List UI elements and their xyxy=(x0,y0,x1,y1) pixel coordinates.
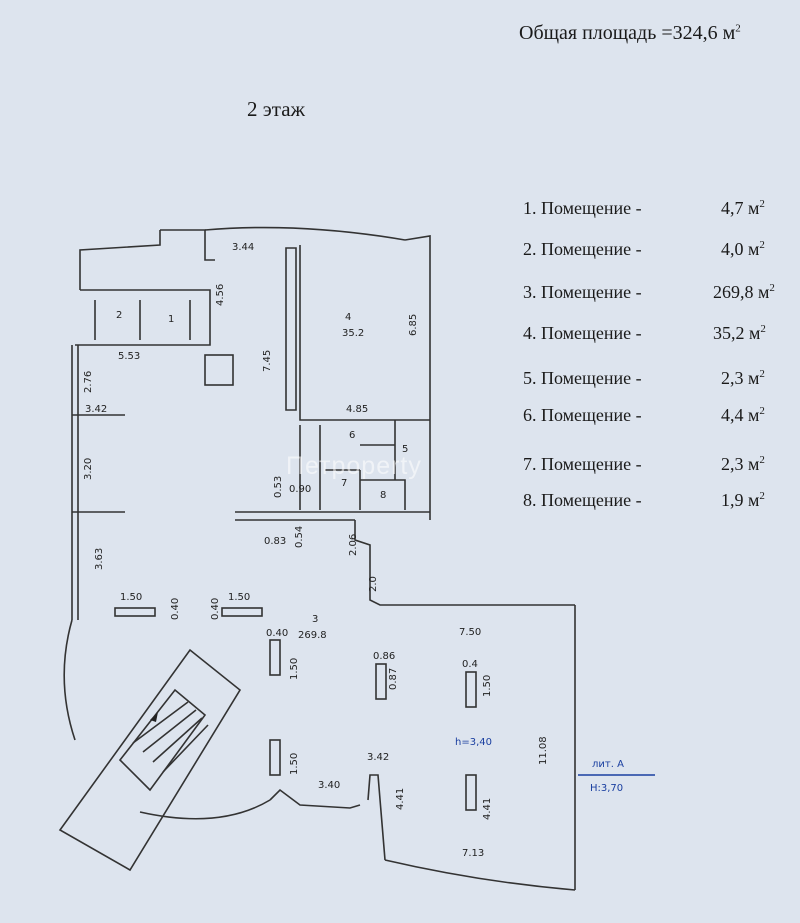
legend-room-area: 4,4 м2 xyxy=(721,405,765,425)
dim-label: 1.50 xyxy=(228,592,250,603)
dim-label: 4.56 xyxy=(215,284,226,306)
legend-room-name: 3. Помещение - xyxy=(523,282,642,302)
legend-room-name: 8. Помещение - xyxy=(523,490,642,510)
dim-label: 0.40 xyxy=(170,598,181,620)
legend-room-name: 4. Помещение - xyxy=(523,323,642,343)
legend-room-name: 5. Помещение - xyxy=(523,368,642,388)
legend-room-area: 2,3 м2 xyxy=(721,368,765,388)
legend-room-area: 1,9 м2 xyxy=(721,490,765,510)
total-area-unit-sup: 2 xyxy=(735,22,741,35)
legend-row: 4. Помещение - 35,2 м2 xyxy=(523,323,793,353)
dim-label: 0.40 xyxy=(266,628,288,639)
legend-row: 6. Помещение - 4,4 м2 xyxy=(523,405,793,435)
dim-label: 0.40 xyxy=(210,598,221,620)
stair-arrow-icon xyxy=(150,712,158,722)
dim-label: 0.90 xyxy=(289,484,311,495)
dim-label: 1.50 xyxy=(289,658,300,680)
legend-row: 5. Помещение - 2,3 м2 xyxy=(523,368,793,398)
legend-room-area: 4,7 м2 xyxy=(721,198,765,218)
building-mark-height: Н:3,70 xyxy=(590,783,623,794)
room-area-4: 35.2 xyxy=(342,328,364,339)
dim-label: 7.45 xyxy=(262,350,273,372)
dim-label: 4.85 xyxy=(346,404,368,415)
dim-label: 0.53 xyxy=(273,476,284,498)
legend-room-name: 7. Помещение - xyxy=(523,454,642,474)
dim-label: 2.06 xyxy=(348,534,359,556)
dim-label: 0.87 xyxy=(388,668,399,690)
dim-label: 4.41 xyxy=(395,788,406,810)
room-number-8: 8 xyxy=(380,490,386,501)
room-number-5: 5 xyxy=(402,444,408,455)
dim-label: 3.40 xyxy=(318,780,340,791)
dim-label: 7.13 xyxy=(462,848,484,859)
dim-label: 0.4 xyxy=(462,659,478,670)
room-area-3: 269.8 xyxy=(298,630,327,641)
legend-row: 8. Помещение - 1,9 м2 xyxy=(523,490,793,520)
dim-label: 6.85 xyxy=(408,314,419,336)
dim-label: 7.50 xyxy=(459,627,481,638)
room-number-4: 4 xyxy=(345,312,351,323)
total-area-text: Общая площадь =324,6 м xyxy=(519,22,736,44)
dim-label: 3.42 xyxy=(85,404,107,415)
dim-label: 2.76 xyxy=(83,371,94,393)
dim-label: 3.63 xyxy=(94,548,105,570)
legend-row: 3. Помещение - 269,8 м2 xyxy=(523,282,793,312)
dim-label: 1.50 xyxy=(120,592,142,603)
dim-label: 3.44 xyxy=(232,242,254,253)
room-number-7: 7 xyxy=(341,478,347,489)
dim-label: 1.50 xyxy=(289,753,300,775)
room-number-3: 3 xyxy=(312,614,318,625)
dim-label: 3.20 xyxy=(83,458,94,480)
dim-label: 3.42 xyxy=(367,752,389,763)
plan-walls xyxy=(58,226,576,891)
room-number-6: 6 xyxy=(349,430,355,441)
room-number-2: 2 xyxy=(116,310,122,321)
legend-row: 1. Помещение - 4,7 м2 xyxy=(523,198,793,228)
legend-row: 2. Помещение - 4,0 м2 xyxy=(523,239,793,269)
legend-room-area: 269,8 м2 xyxy=(713,282,775,302)
legend-room-name: 6. Помещение - xyxy=(523,405,642,425)
legend-row: 7. Помещение - 2,3 м2 xyxy=(523,454,793,484)
watermark: Петроperty xyxy=(286,452,422,480)
legend-room-area: 35,2 м2 xyxy=(713,323,766,343)
legend-room-area: 4,0 м2 xyxy=(721,239,765,259)
dim-label: 0.83 xyxy=(264,536,286,547)
building-mark-label: лит. А xyxy=(592,759,624,770)
room-number-1: 1 xyxy=(168,314,174,325)
dim-label: 1.50 xyxy=(482,675,493,697)
ceiling-height-label: h=3,40 xyxy=(455,737,492,748)
legend-room-name: 1. Помещение - xyxy=(523,198,642,218)
dim-label: 0.86 xyxy=(373,651,395,662)
dim-label: 2.0 xyxy=(368,576,379,592)
total-area: Общая площадь =324,6 м2 xyxy=(519,22,741,45)
dim-label: 11.08 xyxy=(538,736,549,765)
floor-title: 2 этаж xyxy=(247,97,306,121)
legend-room-name: 2. Помещение - xyxy=(523,239,642,259)
legend-room-area: 2,3 м2 xyxy=(721,454,765,474)
dim-label: 0.54 xyxy=(294,526,305,548)
dim-label: 4.41 xyxy=(482,798,493,820)
dim-label: 5.53 xyxy=(118,351,140,362)
